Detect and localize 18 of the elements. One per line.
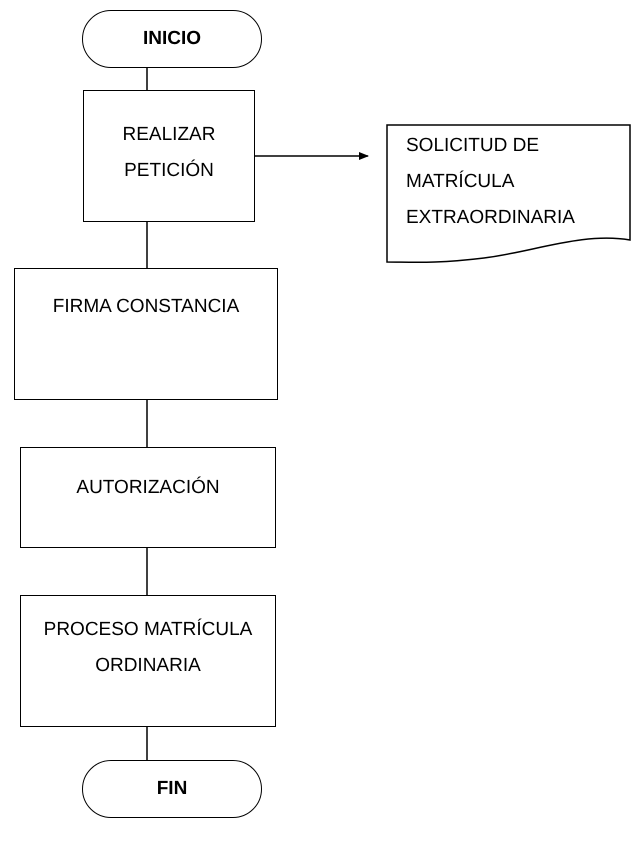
process-box: [83, 90, 255, 222]
node-label: FIN: [156, 777, 188, 801]
process-box: [20, 447, 276, 548]
arrow: [255, 152, 369, 160]
connector-line: [146, 68, 148, 90]
connector-line: [146, 400, 148, 447]
node-label: SOLICITUD DE MATRÍCULA EXTRAORDINARIA: [406, 134, 576, 230]
node-label: INICIO: [142, 27, 202, 51]
node-label: PROCESO MATRÍCULA ORDINARIA: [42, 618, 254, 678]
node-label: FIRMA CONSTANCIA: [52, 295, 240, 319]
node-label: REALIZAR PETICIÓN: [122, 123, 216, 183]
connector-line: [146, 222, 148, 268]
node-label: AUTORIZACIÓN: [76, 476, 220, 500]
process-box: [20, 595, 276, 727]
document-shape: [386, 124, 631, 266]
connector-line: [146, 548, 148, 595]
process-box: [14, 268, 278, 400]
connector-line: [146, 727, 148, 760]
